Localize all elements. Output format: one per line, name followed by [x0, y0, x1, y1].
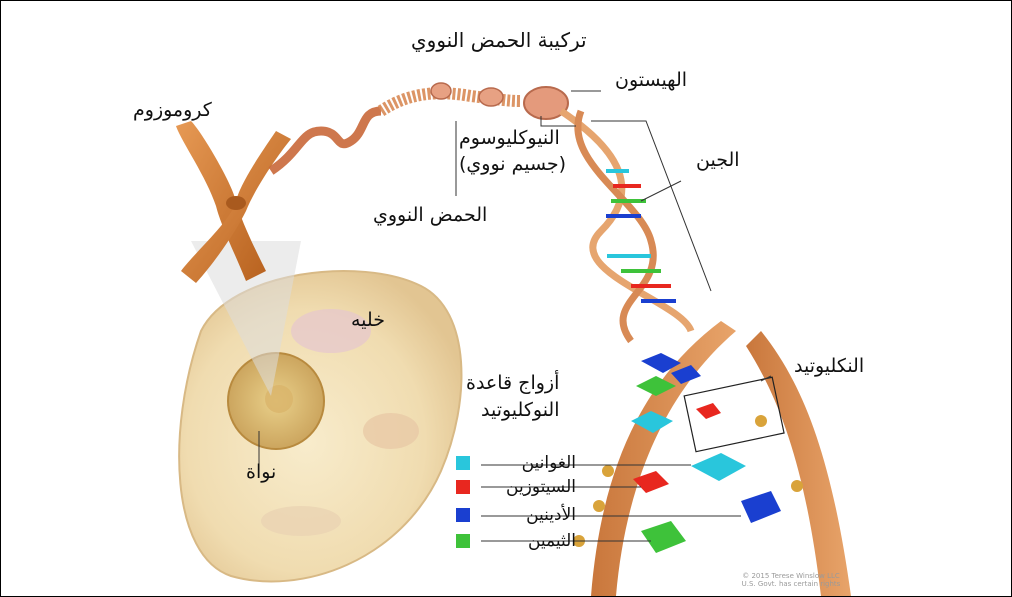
- label-base-pairs-line2: النوكليوتيد: [481, 401, 560, 421]
- label-nucleosome-line2: (جسيم نووي): [459, 155, 566, 175]
- legend-label: الغوانين: [522, 453, 576, 473]
- legend-swatch-guanine: [456, 456, 470, 470]
- nucleosome-illustration: [431, 83, 568, 119]
- label-chromosome: كروموزوم: [133, 101, 212, 121]
- credit-line2: U.S. Govt. has certain rights: [721, 581, 861, 589]
- legend-item: السيتوزين: [456, 477, 596, 499]
- legend-swatch-adenine: [456, 508, 470, 522]
- label-gene: الجين: [696, 151, 740, 171]
- legend-item: الغوانين: [456, 453, 596, 475]
- label-cell: خليه: [351, 311, 385, 331]
- label-nucleus: نواة: [246, 463, 276, 483]
- legend-item: الثيمين: [456, 531, 596, 553]
- legend-item: الأدينين: [456, 505, 596, 527]
- label-base-pairs-line1: أزواج قاعدة: [466, 374, 559, 394]
- label-dna: الحمض النووي: [373, 206, 487, 226]
- copyright-credit: © 2015 Terese Winslow LLC U.S. Govt. has…: [721, 573, 861, 588]
- dna-helix: [561, 111, 691, 341]
- legend-label: الأدينين: [526, 505, 576, 525]
- label-nucleotide: النكليوتيد: [794, 357, 864, 377]
- label-histone: الهيستون: [615, 71, 687, 91]
- cell-illustration: [179, 271, 461, 581]
- legend-label: الثيمين: [528, 531, 576, 551]
- legend-swatch-cytosine: [456, 480, 470, 494]
- diagram-title: تركيبة الحمض النووي: [411, 30, 587, 51]
- legend-swatch-thymine: [456, 534, 470, 548]
- legend-label: السيتوزين: [506, 477, 576, 497]
- label-nucleosome-line1: النيوكليوسوم: [459, 129, 560, 149]
